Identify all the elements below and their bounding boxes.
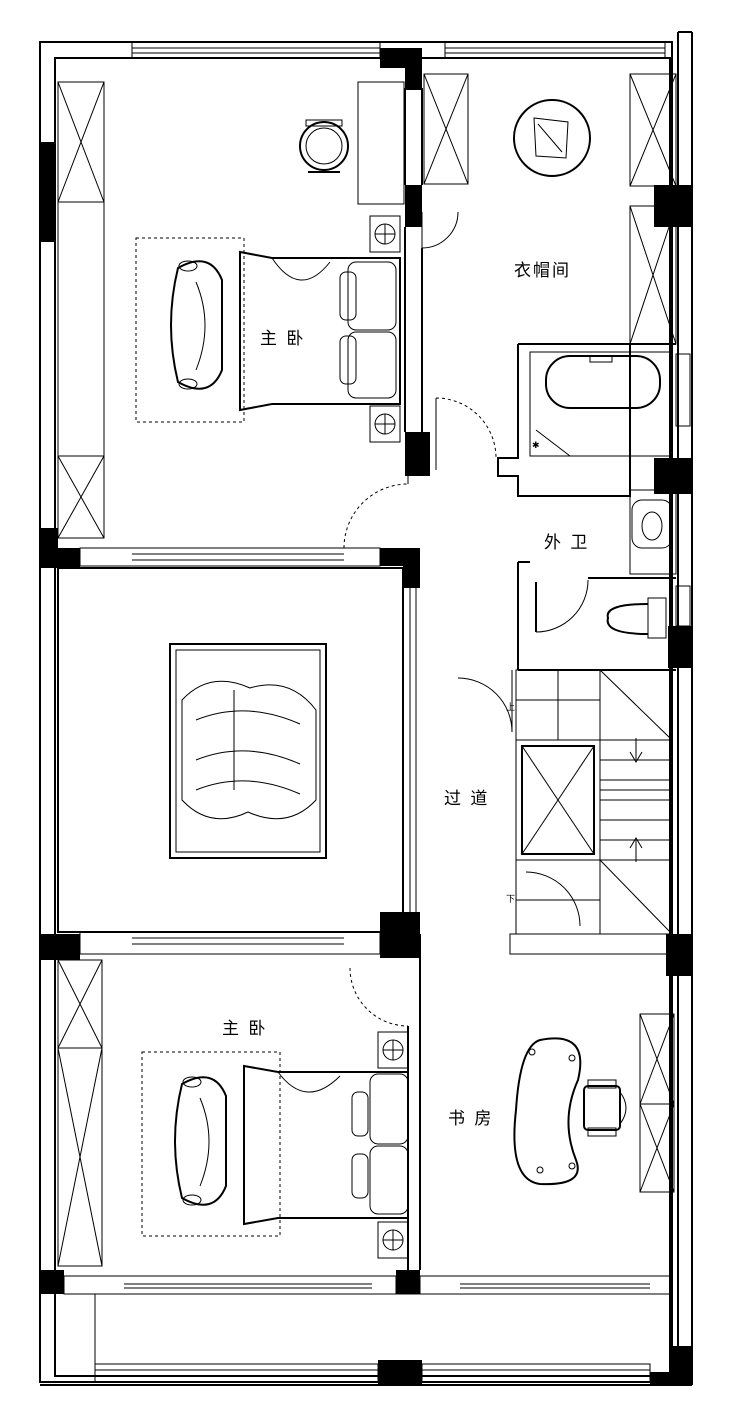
label-corridor: 过 道 (444, 789, 489, 809)
sink-icon (631, 499, 673, 549)
label-study: 书 房 (448, 1109, 493, 1129)
upper-master-bedroom: 主 卧 (57, 81, 423, 567)
label-cloakroom: 衣帽间 (514, 261, 571, 281)
cloakroom: 衣帽间 (421, 73, 677, 345)
office-chair-icon (583, 1079, 627, 1137)
bottom-windows (63, 1275, 673, 1383)
bathroom: ✱ 外 卫 (497, 344, 691, 671)
label-master-bedroom-lower: 主 卧 (222, 1019, 267, 1039)
study: 书 房 (448, 1013, 675, 1193)
armchair-icon (170, 260, 223, 390)
outer-walls (39, 31, 693, 1386)
armchair-icon-lower (174, 1076, 227, 1206)
desk-icon (513, 1037, 582, 1186)
label-guest-bathroom: 外 卫 (544, 533, 589, 553)
label-master-bedroom-upper: 主 卧 (260, 329, 305, 349)
svg-text:✱: ✱ (532, 441, 540, 451)
bed-icon (239, 250, 401, 412)
stair-up-mark: 上 (506, 702, 515, 713)
columns (40, 48, 692, 1385)
central-room (57, 567, 421, 968)
bed-icon-lower (243, 1064, 409, 1226)
bedside-lamp-icon-lower (377, 1031, 409, 1259)
rug-pattern (181, 680, 317, 820)
pouf-icon (513, 99, 591, 177)
bathtub-icon (545, 355, 661, 409)
stair-down-mark: 下 (506, 895, 515, 905)
bedside-lamp-icon (369, 215, 401, 443)
staircase: 上 下 (457, 669, 673, 955)
top-windows (131, 41, 666, 59)
lower-master-bedroom: 主 卧 (57, 959, 421, 1270)
chair-icon (299, 119, 349, 173)
toilet-icon (606, 597, 667, 639)
